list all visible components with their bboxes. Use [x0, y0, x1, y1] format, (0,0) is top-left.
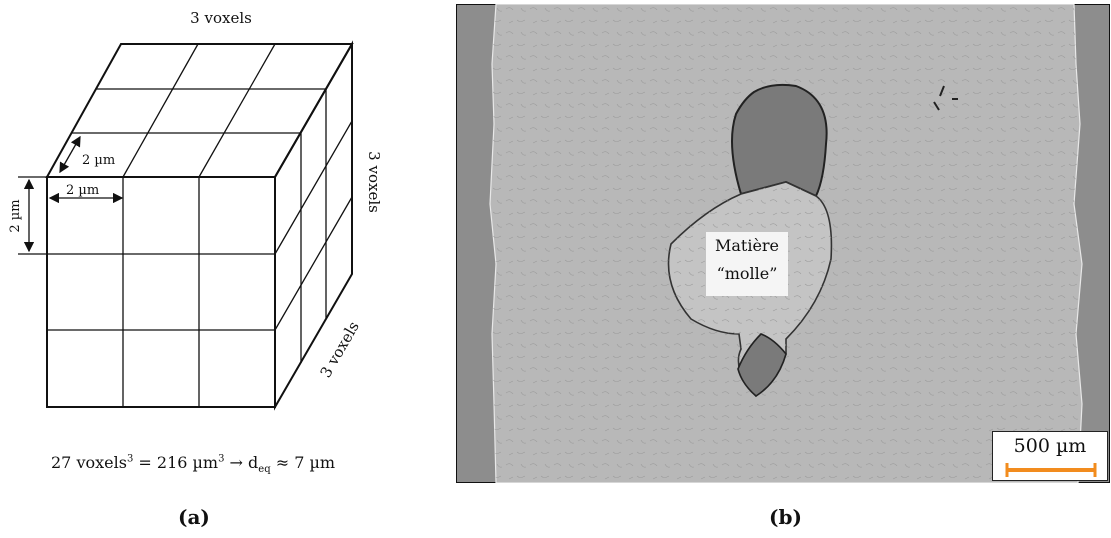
- soft-material-annotation: Matière “molle”: [706, 232, 788, 296]
- voxel-cube-diagram: 3 voxels 3 voxels 3 voxels 2 µm 2 µm 2 µ…: [8, 9, 383, 411]
- diagonal-voxels-label: 3 voxels: [316, 318, 362, 380]
- annotation-line-2: “molle”: [716, 264, 778, 283]
- depth-dimension-label: 2 µm: [82, 153, 115, 168]
- depth-dimension-arrow: [59, 135, 81, 174]
- panel-a-caption: (a): [178, 505, 210, 529]
- voxel-cube-panel: 3 voxels 3 voxels 3 voxels 2 µm 2 µm 2 µ…: [0, 0, 450, 534]
- equivalent-diameter-formula: 27 voxels3 = 216 µm3 → deq ≈ 7 µm: [51, 453, 336, 476]
- front-face: [46, 176, 276, 408]
- annotation-line-1: Matière: [714, 236, 780, 255]
- height-dimension-label: 2 µm: [8, 199, 23, 232]
- scale-bar-label: 500 µm: [1013, 435, 1087, 457]
- panel-b-caption: (b): [769, 505, 802, 529]
- right-face: [274, 40, 353, 411]
- top-voxels-label: 3 voxels: [190, 9, 252, 27]
- micrograph-panel: Matière “molle” 500 µm: [455, 3, 1111, 484]
- scale-bar-line: [1005, 463, 1097, 477]
- right-voxels-label: 3 voxels: [365, 151, 383, 213]
- width-dimension-label: 2 µm: [66, 183, 99, 198]
- scale-bar: 500 µm: [992, 431, 1108, 481]
